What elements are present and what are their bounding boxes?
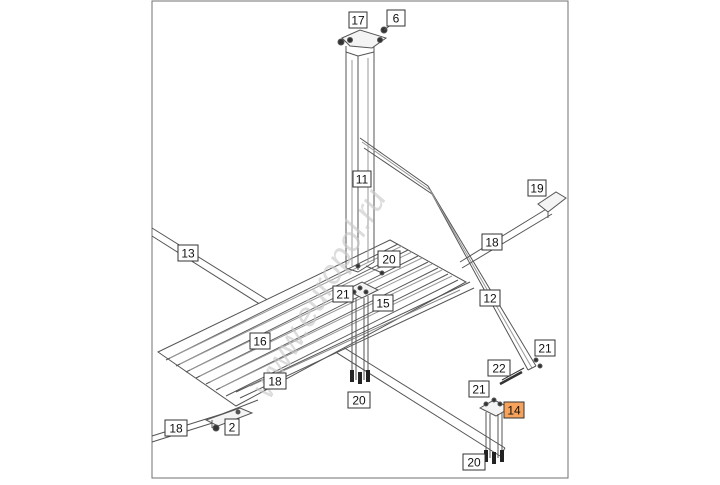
base-plate-15	[344, 281, 380, 384]
callout-number: 12	[483, 292, 497, 306]
callout-c20a: 20	[377, 250, 401, 268]
callout-c12: 12	[479, 289, 501, 307]
base-plate-14	[478, 397, 512, 464]
callout-c16: 16	[249, 332, 271, 350]
callout-number: 21	[336, 288, 350, 302]
callout-c15: 15	[372, 294, 394, 312]
callout-c17: 17	[348, 11, 368, 29]
callout-number: 19	[530, 182, 544, 196]
callout-number: 21	[538, 342, 552, 356]
callout-c13: 13	[177, 244, 199, 262]
top-bracket-17	[337, 23, 393, 54]
callout-box	[348, 11, 368, 29]
callout-number: 20	[382, 253, 396, 267]
callout-box	[377, 250, 401, 268]
callout-number: 18	[485, 236, 499, 250]
callout-c11: 11	[352, 170, 372, 188]
callout-box	[503, 401, 525, 419]
callout-c18c: 18	[164, 419, 188, 437]
callout-number: 20	[352, 394, 366, 408]
callout-number: 14	[507, 404, 521, 418]
callout-number: 16	[253, 335, 267, 349]
callout-c18a: 18	[481, 233, 503, 251]
callout-c18b: 18	[263, 372, 287, 390]
callout-box	[487, 359, 511, 377]
callout-box	[534, 339, 556, 357]
parts-drawing	[151, 23, 567, 464]
rail-18-right	[459, 207, 553, 269]
roof-panel-16	[157, 239, 468, 407]
callout-box	[481, 233, 503, 251]
bolts-20-post	[355, 263, 385, 276]
callout-box	[468, 380, 490, 398]
callout-number: 11	[356, 173, 369, 187]
post-11	[345, 51, 375, 273]
callout-c19: 19	[527, 179, 547, 197]
callout-c20b: 20	[347, 391, 371, 409]
callout-c6: 6	[386, 9, 406, 27]
callout-c22: 22	[487, 359, 511, 377]
callout-box	[386, 9, 406, 27]
callout-c21c: 21	[468, 380, 490, 398]
callout-c21a: 21	[332, 285, 354, 303]
callout-number: 6	[393, 12, 400, 26]
callout-labels: 17 6 11 19 13 18 20 21 15 12 16 21 22 18 21 14 20 18 2 20	[164, 9, 556, 471]
bolts-20-a	[350, 370, 370, 384]
callout-number: 2	[229, 421, 236, 435]
callout-box	[527, 179, 547, 197]
callout-box	[164, 419, 188, 437]
callout-number: 20	[467, 456, 481, 470]
callout-number: 21	[472, 383, 486, 397]
callout-number: 18	[169, 422, 183, 436]
callout-box	[177, 244, 199, 262]
callout-number: 17	[351, 14, 365, 28]
callout-box	[224, 418, 240, 436]
callout-box	[263, 372, 287, 390]
callout-box	[347, 391, 371, 409]
callout-box	[372, 294, 394, 312]
callout-c2: 2	[224, 418, 240, 436]
callout-c20c: 20	[462, 453, 486, 471]
callout-number: 22	[492, 362, 506, 376]
bracket-2	[204, 407, 254, 432]
pin-22	[499, 357, 543, 386]
callout-box	[462, 453, 486, 471]
callout-number: 13	[181, 247, 195, 261]
callout-number: 18	[268, 375, 282, 389]
callout-box	[479, 289, 501, 307]
callout-box	[332, 285, 354, 303]
callout-number: 15	[376, 297, 390, 311]
callout-box	[249, 332, 271, 350]
bracket-19	[537, 191, 567, 218]
callout-c21b: 21	[534, 339, 556, 357]
bolts-20-b	[484, 450, 504, 464]
callout-c14: 14	[503, 401, 525, 419]
callout-box	[352, 170, 372, 188]
